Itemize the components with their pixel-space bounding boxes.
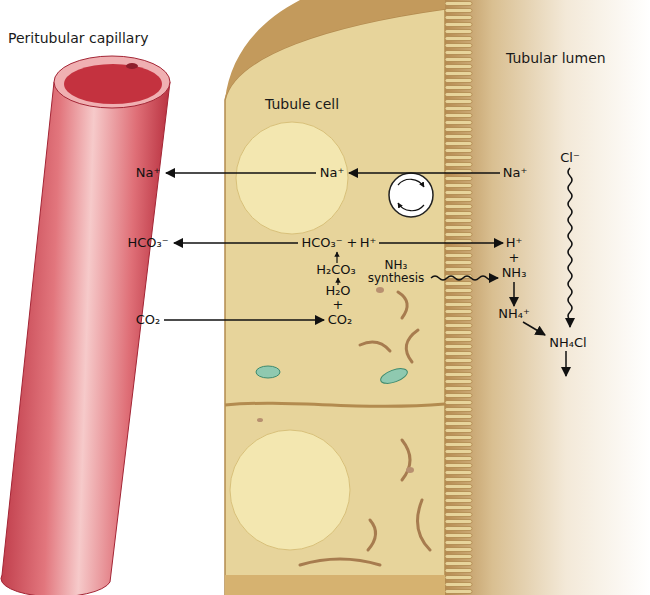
region-heading: Peritubular capillary (8, 30, 148, 46)
capillary-region: Peritubular capillary (0, 22, 190, 595)
formula-label: Na⁺ (136, 166, 161, 180)
region-heading: Tubule cell (265, 96, 339, 112)
formula-label: H₂CO₃ (316, 263, 356, 277)
reaction-arrows (164, 168, 572, 376)
formula-label: HCO₃⁻ (127, 236, 168, 250)
region-heading: Tubular lumen (506, 50, 606, 66)
formula-label: NH₃ (502, 266, 527, 280)
formula-label: HCO₃⁻ (301, 236, 342, 250)
formula-label: Na⁺ (320, 166, 345, 180)
lumen-ground (440, 0, 650, 595)
formula-label: H₂O (325, 284, 350, 298)
transporter-symbol (389, 173, 433, 217)
formula-label: + (509, 251, 520, 265)
formula-label: Na⁺ (503, 166, 528, 180)
tubule-cell-region: Tubule cell (225, 88, 445, 575)
formula-label: + (333, 298, 344, 312)
formula-label: NH₃ synthesis (363, 259, 429, 284)
formula-label: H⁺ (360, 236, 377, 250)
formula-label: NH₄⁺ (498, 307, 530, 321)
capillary-drawing (1, 56, 170, 595)
formula-label: CO₂ (136, 313, 161, 327)
tubule-wall (225, 0, 473, 595)
formula-label: CO₂ (328, 313, 353, 327)
formula-label: H⁺ (506, 236, 523, 250)
formula-label: + (347, 236, 358, 250)
formula-label: NH₄Cl (549, 336, 586, 350)
formula-label: Cl⁻ (560, 151, 580, 165)
